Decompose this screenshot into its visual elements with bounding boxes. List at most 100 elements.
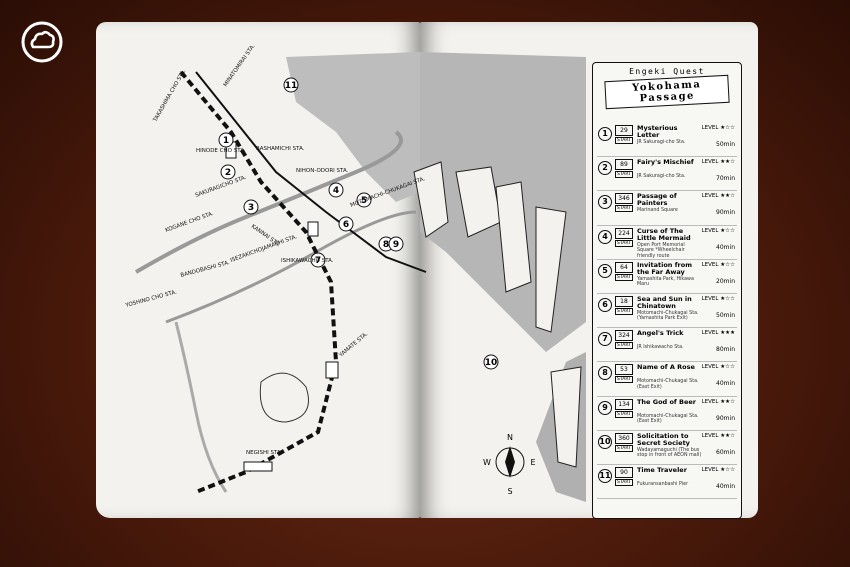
quest-level: LEVEL ★☆☆ bbox=[702, 125, 735, 131]
station-label: HINODE CHO STA. bbox=[196, 148, 246, 154]
level-stars: ★☆☆ bbox=[720, 125, 735, 131]
quest-number: 6 bbox=[598, 297, 612, 312]
quest-level: LEVEL ★☆☆ bbox=[702, 262, 735, 268]
start-tag: START bbox=[615, 444, 633, 452]
quest-duration: 60min bbox=[716, 448, 735, 456]
quest-duration: 90min bbox=[716, 414, 735, 422]
level-stars: ★☆☆ bbox=[720, 364, 735, 371]
start-tag: START bbox=[615, 478, 633, 486]
quest-duration: 80min bbox=[716, 346, 735, 354]
station-label: NEGISHI STA. bbox=[246, 450, 283, 456]
level-stars: ★★☆ bbox=[720, 432, 735, 439]
svg-text:3: 3 bbox=[248, 203, 254, 213]
svg-text:7: 7 bbox=[315, 256, 321, 266]
quest-location: Open Port Memorial Square *Wheelchair fr… bbox=[637, 242, 685, 259]
hand-drawn-map: 1 2 3 4 5 6 7 8 9 10 11 SAKURAGICHO STA.… bbox=[124, 43, 586, 502]
quest-code: 64 bbox=[615, 261, 633, 273]
quest-duration: 40min bbox=[716, 380, 735, 388]
quest-number: 7 bbox=[598, 332, 612, 347]
level-label: LEVEL bbox=[701, 261, 719, 268]
level-stars: ★★☆ bbox=[720, 159, 735, 166]
open-booklet: 1 2 3 4 5 6 7 8 9 10 11 SAKURAGICHO STA.… bbox=[96, 22, 758, 519]
station-label: TAKASHIMA CHO STA. bbox=[152, 68, 188, 123]
station-label: BASHAMICHI STA. bbox=[256, 146, 305, 152]
quest-title: Sea and Sun in Chinatown bbox=[637, 294, 692, 310]
svg-text:5: 5 bbox=[361, 196, 367, 206]
start-tag: START bbox=[615, 137, 633, 144]
quest-duration: 70min bbox=[716, 175, 735, 183]
start-tag: START bbox=[615, 342, 633, 350]
quest-duration: 50min bbox=[716, 311, 735, 319]
panel-title: Yokohama Passage bbox=[604, 74, 730, 110]
quest-level: LEVEL ★★☆ bbox=[702, 399, 735, 405]
station-label: NIHON-ODORI STA. bbox=[296, 168, 349, 174]
level-label: LEVEL bbox=[701, 398, 719, 405]
quest-duration: 40min bbox=[716, 243, 735, 251]
svg-text:10: 10 bbox=[485, 358, 498, 368]
quest-number: 2 bbox=[598, 161, 612, 176]
level-label: LEVEL bbox=[701, 330, 719, 337]
station-label: MINATOMIRAI STA. bbox=[223, 43, 257, 88]
quest-title: Angel's Trick bbox=[637, 329, 684, 338]
quest-duration: 50min bbox=[716, 141, 735, 148]
start-tag: START bbox=[615, 273, 633, 281]
quest-number: 11 bbox=[598, 468, 612, 483]
quest-title: The God of Beer bbox=[637, 397, 696, 406]
station-label: SAKURAGICHO STA. bbox=[195, 175, 248, 199]
quest-code: 89 bbox=[615, 159, 633, 171]
quest-code: 346 bbox=[615, 193, 633, 205]
quest-location: Motomachi-Chukagai Sta. (Yamashita Park … bbox=[637, 310, 699, 322]
quest-title: Solicitation to Secret Society bbox=[637, 431, 690, 447]
quest-code: 360 bbox=[615, 432, 633, 444]
level-stars: ★★☆ bbox=[720, 398, 735, 405]
station-label: KOGANE CHO STA. bbox=[165, 211, 215, 234]
quest-location: Fukuransanbashi Pier bbox=[637, 481, 689, 487]
quest-duration: 40min bbox=[716, 482, 735, 490]
svg-text:W: W bbox=[483, 458, 491, 467]
level-stars: ★★★ bbox=[720, 330, 735, 337]
quest-title: Invitation from the Far Away bbox=[637, 260, 692, 276]
quest-title: Passage of Painters bbox=[637, 192, 677, 208]
level-stars: ★☆☆ bbox=[720, 261, 735, 268]
quest-number: 3 bbox=[598, 195, 612, 210]
level-label: LEVEL bbox=[701, 364, 719, 371]
quest-level: LEVEL ★★☆ bbox=[702, 193, 735, 199]
quest-level: LEVEL ★☆☆ bbox=[702, 296, 735, 302]
quest-level: LEVEL ★☆☆ bbox=[702, 228, 735, 234]
quest-title: Time Traveler bbox=[637, 465, 687, 474]
svg-text:6: 6 bbox=[343, 220, 349, 230]
quest-level: LEVEL ★☆☆ bbox=[702, 467, 735, 473]
svg-text:2: 2 bbox=[225, 168, 231, 178]
quest-number: 5 bbox=[598, 263, 612, 278]
quest-number: 1 bbox=[598, 127, 612, 141]
start-tag: START bbox=[615, 307, 633, 315]
station-label: BANDOBASHI STA. bbox=[180, 260, 231, 279]
start-tag: START bbox=[615, 171, 633, 179]
svg-text:8: 8 bbox=[383, 240, 389, 250]
quest-level: LEVEL ★☆☆ bbox=[702, 364, 735, 370]
svg-text:1: 1 bbox=[223, 136, 229, 146]
panel-kicker: Engeki Quest bbox=[629, 67, 705, 76]
level-stars: ★☆☆ bbox=[720, 227, 735, 234]
quest-title: Fairy's Mischief bbox=[637, 158, 694, 167]
station-label: YAMATE STA. bbox=[338, 331, 370, 359]
quest-number: 4 bbox=[598, 229, 612, 244]
quest-title: Mysterious Letter bbox=[637, 124, 678, 139]
quest-number: 8 bbox=[598, 366, 612, 381]
svg-text:N: N bbox=[507, 433, 513, 442]
quest-location: Wadayamaguchi (The bus stop in front of … bbox=[637, 447, 702, 459]
quest-location: JR Sakuragi-cho Sta. bbox=[637, 140, 686, 145]
quest-code: 324 bbox=[615, 330, 633, 342]
quest-location: JR Ishikawacho Sta. bbox=[637, 345, 684, 351]
